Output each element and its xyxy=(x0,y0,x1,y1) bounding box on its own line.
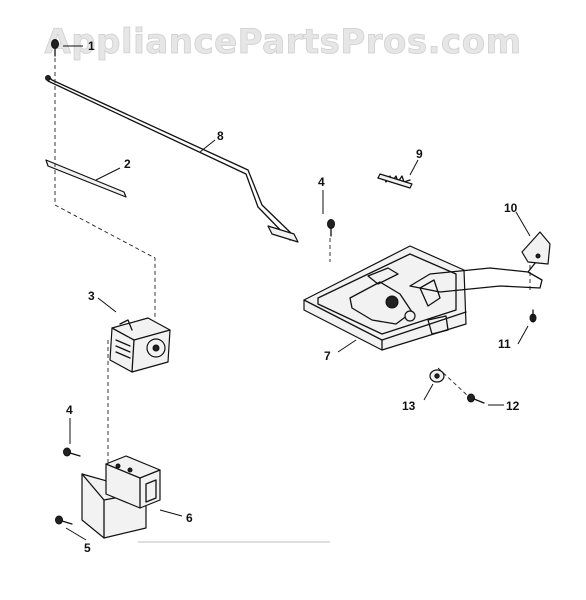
callout-6: 6 xyxy=(186,511,193,525)
part-6-switch-bracket xyxy=(81,455,161,539)
leader-6 xyxy=(159,509,183,517)
assembly-line-left xyxy=(54,58,156,320)
callout-11: 11 xyxy=(498,337,511,351)
part-9-spring xyxy=(377,173,413,189)
callout-2: 2 xyxy=(124,157,131,171)
part-2-bar xyxy=(45,159,127,198)
callout-4b: 4 xyxy=(66,403,73,417)
part-12-screw xyxy=(467,393,485,404)
part-8-rod xyxy=(45,75,299,243)
callout-5: 5 xyxy=(84,541,91,555)
part-4-screw-lower xyxy=(63,447,81,457)
leader-11 xyxy=(517,325,529,345)
callout-8: 8 xyxy=(217,129,224,143)
part-4-screw-upper xyxy=(327,219,335,237)
callout-13: 13 xyxy=(402,399,416,413)
part-5-screw xyxy=(55,515,73,525)
callout-4a: 4 xyxy=(318,175,325,189)
part-13-washer xyxy=(429,369,445,383)
callout-10: 10 xyxy=(504,201,518,215)
part-3-motor xyxy=(109,317,171,373)
callout-7: 7 xyxy=(324,349,331,363)
callout-12: 12 xyxy=(506,399,520,413)
leader-13 xyxy=(423,383,434,401)
leader-5 xyxy=(65,527,87,541)
callout-9: 9 xyxy=(416,147,423,161)
leader-9 xyxy=(409,159,419,176)
callout-1: 1 xyxy=(88,39,95,53)
leader-10 xyxy=(515,211,531,237)
leader-7 xyxy=(337,339,357,353)
leader-8 xyxy=(199,139,216,153)
leader-2 xyxy=(95,167,121,181)
part-11-screw xyxy=(529,309,537,323)
part-10-bracket xyxy=(521,231,551,265)
leader-3 xyxy=(97,297,117,313)
watermark-text: AppliancePartsPros.com xyxy=(44,22,521,62)
callout-3: 3 xyxy=(88,289,95,303)
part-7-latch-assembly xyxy=(303,245,543,351)
part-1-screw xyxy=(51,39,59,57)
